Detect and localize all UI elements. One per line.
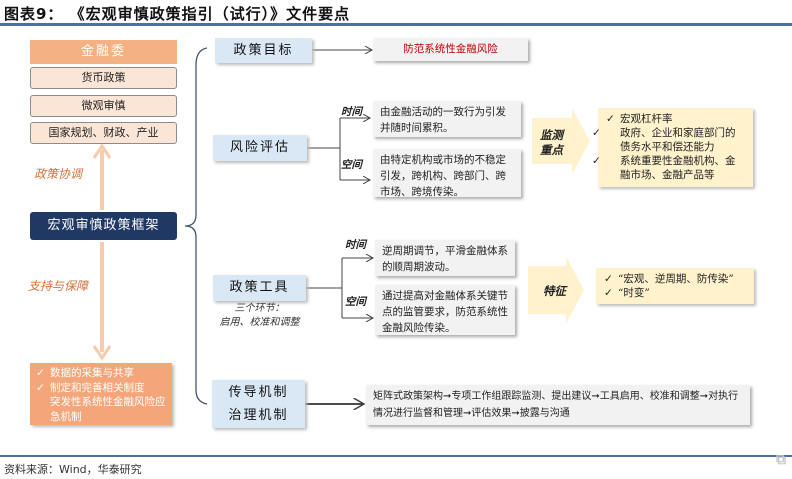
focus-box: ✓ 宏观杠杆率 ✓ 政府、企业和家庭部门的债务水平和偿还能力 ✓ 系统重要性金融机构、…: [592, 108, 753, 187]
title-divider: [0, 23, 792, 26]
fsdc-header: 金融委: [30, 40, 177, 64]
figure-title: 图表9： 《宏观审慎政策指引（试行）》文件要点: [4, 5, 351, 23]
check-icon: ✓: [606, 113, 615, 125]
focus-arrow-shape: [532, 108, 590, 174]
support-item: 突发性系统性金融风险应急机制: [50, 396, 166, 423]
feature-item: “时变”: [618, 287, 650, 299]
brace: [184, 47, 208, 405]
check-icon: ✓: [592, 155, 601, 167]
tools-sub2: 启用、校准和调整: [219, 317, 300, 328]
goal-box: 政策目标: [215, 38, 312, 63]
risk-box: 风险评估: [213, 135, 307, 161]
check-icon: ✓: [604, 287, 613, 299]
focus-item: 政府、企业和家庭部门的债务水平和偿还能力: [620, 127, 736, 153]
tools-space-text: 通过提高对金融体系关键节点的监管要求，防范系统性金融风险传染。: [375, 285, 515, 335]
focus-label: 监测重点: [540, 128, 563, 157]
governance-label: 治理机制: [228, 408, 289, 423]
focus-item: 宏观杠杆率: [620, 113, 673, 125]
check-icon: ✓: [36, 381, 45, 394]
coord-item: 微观审慎: [30, 95, 177, 117]
tools-subtitle: 三个环节： 启用、校准和调整: [213, 302, 306, 330]
risk-time-text: 由金融活动的一致行为引发并随时间累积。: [373, 101, 521, 137]
feature-item: “宏观、逆周期、防传染”: [618, 273, 734, 285]
tools-sub1: 三个环节：: [234, 303, 285, 314]
support-box: ✓ 数据的采集与共享 ✓ 制定和完善相关制度 ✓ 突发性系统性金融风险应急机制: [22, 363, 172, 425]
watermark-logo: ⧉: [776, 452, 786, 468]
mechanism-label: 传导机制: [228, 385, 289, 400]
feature-box: ✓ “宏观、逆周期、防传染” ✓ “时变”: [596, 268, 754, 304]
feature-label: 特征: [543, 284, 566, 298]
check-icon: ✓: [36, 367, 45, 379]
check-icon: ✓: [22, 396, 31, 408]
support-label: 支持与保障: [28, 279, 89, 293]
footer-divider: [0, 455, 792, 457]
feature-arrow-shape: [528, 256, 584, 324]
risk-space-label: 空间: [341, 159, 362, 171]
mechanism-box: 传导机制 治理机制: [212, 380, 305, 428]
source-note: 资料来源：Wind，华泰研究: [4, 463, 142, 476]
goal-value: 防范系统性金融风险: [373, 38, 528, 61]
check-icon: ✓: [592, 127, 601, 139]
tools-space-label: 空间: [345, 296, 366, 308]
tools-time-text: 逆周期调节，平滑金融体系的顺周期波动。: [375, 240, 515, 276]
framework-box: 宏观审慎政策框架: [30, 212, 177, 240]
risk-space-text: 由特定机构或市场的不稳定引发，跨机构、跨部门、跨市场、跨境传染。: [373, 149, 521, 198]
mechanism-text: 矩阵式政策架构➞专项工作组跟踪监测、提出建议➞工具启用、校准和调整➞对执行情况进…: [366, 385, 750, 425]
check-icon: ✓: [604, 273, 613, 285]
risk-time-label: 时间: [341, 106, 362, 118]
coord-label: 政策协调: [34, 167, 83, 181]
tools-time-label: 时间: [345, 239, 366, 251]
tools-box: 政策工具: [213, 275, 306, 301]
coord-item: 货币政策: [30, 67, 177, 89]
support-item: 数据的采集与共享: [50, 367, 134, 379]
support-item: 制定和完善相关制度: [50, 381, 145, 394]
focus-item: 系统重要性金融机构、金融市场、金融产品等: [620, 155, 736, 181]
coord-item: 国家规划、财政、产业: [30, 122, 177, 144]
